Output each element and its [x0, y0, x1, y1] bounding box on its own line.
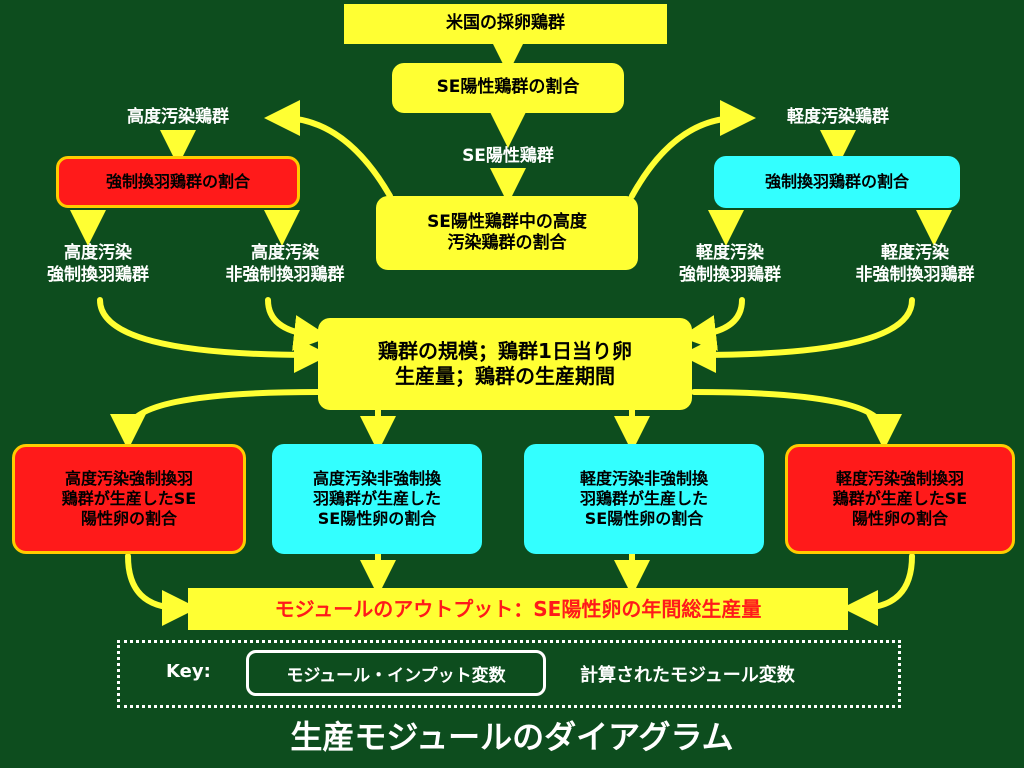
arrow-out4-to-module [842, 553, 915, 626]
node-se-positive-flocks: SE陽性鶏群 [462, 146, 554, 166]
page-title: 生産モジュールのダイアグラム [290, 718, 734, 756]
arrow-low-nonmolted-to-params [680, 297, 915, 373]
arrow-params-to-out4 [691, 389, 902, 450]
node-out-high-nonmolted: 高度汚染非強制換 羽鶏群が生産した SE陽性卵の割合 [272, 444, 482, 554]
arrow-to-low-contam [629, 100, 756, 199]
node-flock-params: 鶏群の規模；鶏群1日当り卵 生産量；鶏群の生産期間 [318, 318, 692, 410]
node-high-molted: 高度汚染 強制換羽鶏群 [47, 243, 149, 286]
node-us-flocks: 米国の採卵鶏群 [344, 4, 667, 44]
node-high-contam-flocks: 高度汚染鶏群 [127, 107, 229, 127]
node-molt-ratio-right: 強制換羽鶏群の割合 [714, 156, 960, 208]
key-label: Key: [166, 661, 211, 682]
node-module-output: モジュールのアウトプット：SE陽性卵の年間総生産量 [188, 588, 848, 630]
key-legend [117, 640, 901, 708]
arrow-params-to-out1 [110, 389, 321, 450]
key-calculated-variable: 計算されたモジュール変数 [580, 665, 795, 686]
key-input-variable: モジュール・インプット変数 [246, 650, 546, 696]
node-se-positive-ratio: SE陽性鶏群の割合 [392, 63, 624, 113]
node-molt-ratio-left: 強制換羽鶏群の割合 [56, 156, 300, 208]
node-high-contam-ratio: SE陽性鶏群中の高度 汚染鶏群の割合 [376, 196, 638, 270]
arrow-to-high-contam [264, 100, 393, 199]
arrow-high-nonmolted-to-params [265, 297, 330, 351]
node-out-low-nonmolted: 軽度汚染非強制換 羽鶏群が生産した SE陽性卵の割合 [524, 444, 764, 554]
arrow-high-molted-to-params [97, 297, 330, 373]
node-low-molted: 軽度汚染 強制換羽鶏群 [679, 243, 781, 286]
arrow-out1-to-module [125, 553, 198, 626]
arrow-low-molted-to-params [680, 297, 745, 351]
node-high-nonmolted: 高度汚染 非強制換羽鶏群 [225, 243, 345, 286]
node-low-contam-flocks: 軽度汚染鶏群 [787, 107, 889, 127]
node-low-nonmolted: 軽度汚染 非強制換羽鶏群 [855, 243, 975, 286]
node-out-low-molted: 軽度汚染強制換羽 鶏群が生産したSE 陽性卵の割合 [785, 444, 1015, 554]
node-out-high-molted: 高度汚染強制換羽 鶏群が生産したSE 陽性卵の割合 [12, 444, 246, 554]
